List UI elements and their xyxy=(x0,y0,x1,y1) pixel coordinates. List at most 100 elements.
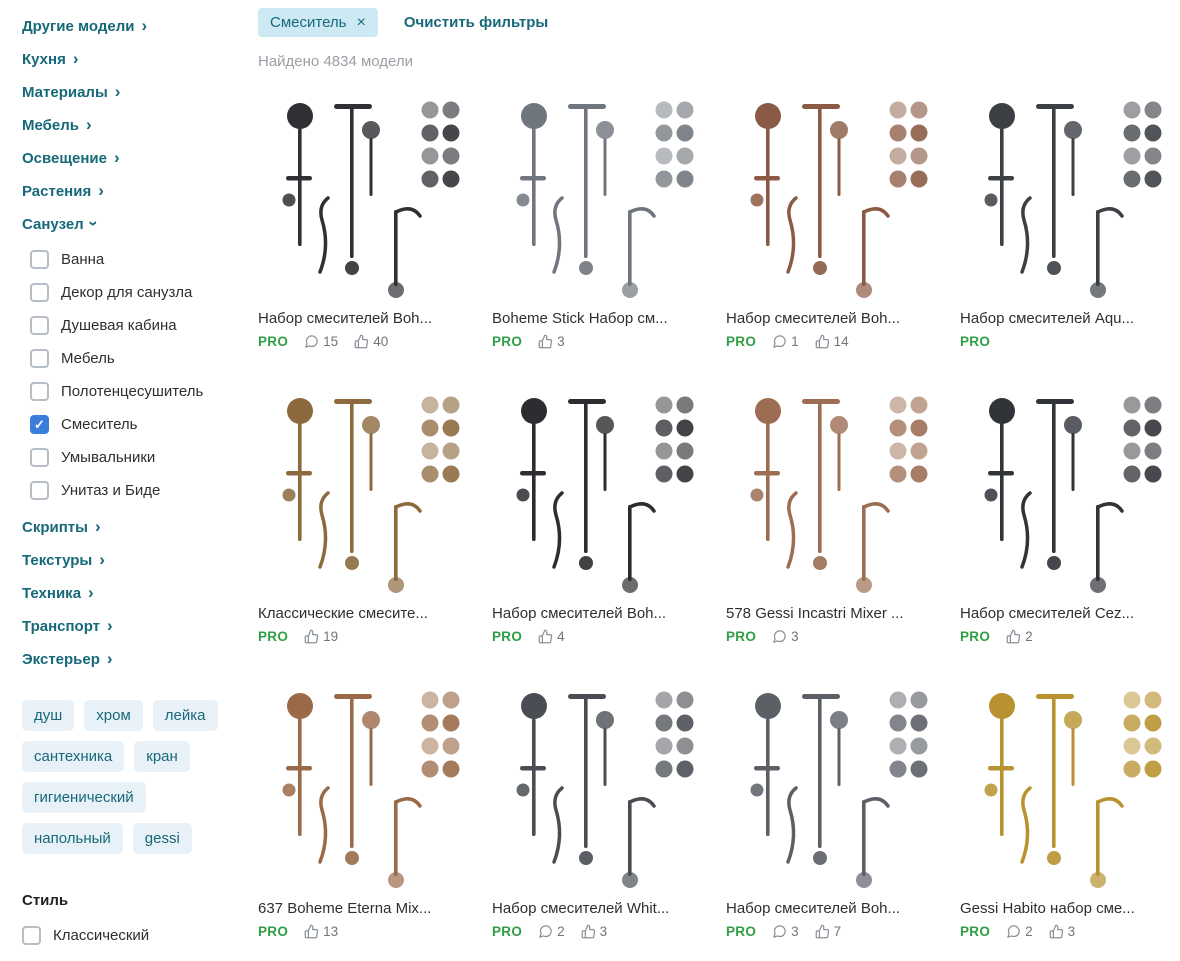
tag-pill[interactable]: напольный xyxy=(22,823,123,854)
product-image[interactable] xyxy=(960,680,1172,892)
product-image[interactable] xyxy=(960,385,1172,597)
filter-checkbox-row[interactable]: Мебель xyxy=(30,342,240,375)
filter-checkbox-row[interactable]: Декор для санузла xyxy=(30,276,240,309)
tag-pill[interactable]: gessi xyxy=(132,823,192,854)
product-title[interactable]: Набор смесителей Whit... xyxy=(492,900,670,917)
comments-stat: 15 xyxy=(304,334,338,349)
product-card[interactable]: Набор смесителей Aqu... PRO xyxy=(960,90,1172,349)
checkbox[interactable] xyxy=(30,316,49,335)
product-card[interactable]: Набор смесителей Cez... PRO 2 xyxy=(960,385,1172,644)
chevron-down-icon: › xyxy=(84,220,104,227)
product-title[interactable]: Boheme Stick Набор см... xyxy=(492,310,668,327)
product-card[interactable]: 637 Boheme Eterna Mix... PRO 13 xyxy=(258,680,470,939)
product-image[interactable] xyxy=(258,385,470,597)
product-title[interactable]: 637 Boheme Eterna Mix... xyxy=(258,900,432,917)
product-card[interactable]: Набор смесителей Boh... PRO 4 xyxy=(492,385,704,644)
product-title[interactable]: Набор смесителей Cez... xyxy=(960,605,1135,622)
pro-badge: PRO xyxy=(960,334,991,349)
product-card[interactable]: Набор смесителей Boh... PRO 1 14 xyxy=(726,90,938,349)
filter-checkbox-row[interactable]: ✓ Смеситель xyxy=(30,408,240,441)
product-image[interactable] xyxy=(726,385,938,597)
product-title[interactable]: Набор смесителей Boh... xyxy=(726,310,901,327)
filter-checkbox-row[interactable]: Умывальники xyxy=(30,441,240,474)
filter-checkbox-row[interactable]: Классический xyxy=(22,919,240,952)
product-card[interactable]: Gessi Habito набор сме... PRO 2 3 xyxy=(960,680,1172,939)
checkbox[interactable] xyxy=(30,283,49,302)
tag-pill[interactable]: хром xyxy=(84,700,143,731)
product-card[interactable]: Набор смесителей Boh... PRO 15 40 xyxy=(258,90,470,349)
comments-count: 2 xyxy=(1025,924,1033,939)
checkbox-label: Смеситель xyxy=(61,416,138,433)
product-image[interactable] xyxy=(492,385,704,597)
style-section-title: Стиль xyxy=(22,892,69,909)
sidebar-category[interactable]: Экстерьер › xyxy=(22,643,240,676)
product-image[interactable] xyxy=(492,680,704,892)
product-image[interactable] xyxy=(726,90,938,302)
sidebar-category-label: Техника xyxy=(22,585,82,602)
sidebar-category[interactable]: Материалы › xyxy=(22,76,240,109)
filter-checkbox-row[interactable]: Душевая кабина xyxy=(30,309,240,342)
checkbox[interactable] xyxy=(30,382,49,401)
product-card[interactable]: Boheme Stick Набор см... PRO 3 xyxy=(492,90,704,349)
checkbox[interactable] xyxy=(22,926,41,945)
pro-badge: PRO xyxy=(258,629,289,644)
sidebar: Другие модели › Кухня › Материалы › Мебе… xyxy=(0,6,248,952)
checkbox[interactable]: ✓ xyxy=(30,415,49,434)
checkbox-label: Декор для санузла xyxy=(61,284,193,301)
product-meta: PRO xyxy=(960,334,1172,349)
filter-checkbox-row[interactable]: Полотенцесушитель xyxy=(30,375,240,408)
clear-filters-link[interactable]: Очистить фильтры xyxy=(403,14,549,31)
product-title[interactable]: Набор смесителей Aqu... xyxy=(960,310,1135,327)
likes-stat: 14 xyxy=(815,334,849,349)
likes-count: 40 xyxy=(373,334,389,349)
product-card[interactable]: 578 Gessi Incastri Mixer ... PRO 3 xyxy=(726,385,938,644)
tag-pill[interactable]: кран xyxy=(134,741,190,772)
comment-icon xyxy=(305,335,318,348)
product-card[interactable]: Набор смесителей Boh... PRO 3 7 xyxy=(726,680,938,939)
product-title[interactable]: Набор смесителей Boh... xyxy=(258,310,433,327)
filter-checkbox-row[interactable]: Унитаз и Биде xyxy=(30,474,240,507)
sidebar-category[interactable]: Транспорт › xyxy=(22,610,240,643)
product-image[interactable] xyxy=(492,90,704,302)
pro-badge: PRO xyxy=(492,334,523,349)
sidebar-category[interactable]: Скрипты › xyxy=(22,511,240,544)
sidebar-category-label: Транспорт xyxy=(22,618,101,635)
subcategory-list: Ванна Декор для санузла Душевая кабина М… xyxy=(22,241,240,511)
active-filter-chip[interactable]: Смеситель × xyxy=(258,8,378,37)
likes-stat: 4 xyxy=(538,629,565,644)
product-title[interactable]: Набор смесителей Boh... xyxy=(726,900,901,917)
comments-stat: 2 xyxy=(1006,924,1033,939)
sidebar-category[interactable]: Техника › xyxy=(22,577,240,610)
checkbox[interactable] xyxy=(30,250,49,269)
tag-pill[interactable]: сантехника xyxy=(22,741,125,772)
checkbox[interactable] xyxy=(30,481,49,500)
product-title[interactable]: Gessi Habito набор сме... xyxy=(960,900,1135,917)
sidebar-category[interactable]: Другие модели › xyxy=(22,10,240,43)
sidebar-category[interactable]: Кухня › xyxy=(22,43,240,76)
checkbox[interactable] xyxy=(30,448,49,467)
sidebar-category[interactable]: Мебель › xyxy=(22,109,240,142)
product-image[interactable] xyxy=(258,680,470,892)
filter-checkbox-row[interactable]: Ванна xyxy=(30,243,240,276)
product-title[interactable]: 578 Gessi Incastri Mixer ... xyxy=(726,605,904,622)
product-card[interactable]: Набор смесителей Whit... PRO 2 3 xyxy=(492,680,704,939)
sidebar-category[interactable]: Текстуры › xyxy=(22,544,240,577)
sidebar-category[interactable]: Санузел › xyxy=(22,208,240,241)
product-card[interactable]: Классические смесите... PRO 19 xyxy=(258,385,470,644)
product-image[interactable] xyxy=(258,90,470,302)
product-image[interactable] xyxy=(726,680,938,892)
product-title[interactable]: Классические смесите... xyxy=(258,605,428,622)
likes-stat: 40 xyxy=(354,334,388,349)
sidebar-category[interactable]: Освещение › xyxy=(22,142,240,175)
sidebar-category[interactable]: Растения › xyxy=(22,175,240,208)
comments-count: 2 xyxy=(557,924,565,939)
tag-pill[interactable]: лейка xyxy=(152,700,218,731)
checkbox[interactable] xyxy=(30,349,49,368)
tag-pill[interactable]: гигиенический xyxy=(22,782,146,813)
close-icon[interactable]: × xyxy=(356,13,366,31)
product-title[interactable]: Набор смесителей Boh... xyxy=(492,605,667,622)
product-image[interactable] xyxy=(960,90,1172,302)
chevron-right-icon: › xyxy=(72,49,79,68)
product-meta: PRO 1 14 xyxy=(726,334,938,349)
tag-pill[interactable]: душ xyxy=(22,700,75,731)
